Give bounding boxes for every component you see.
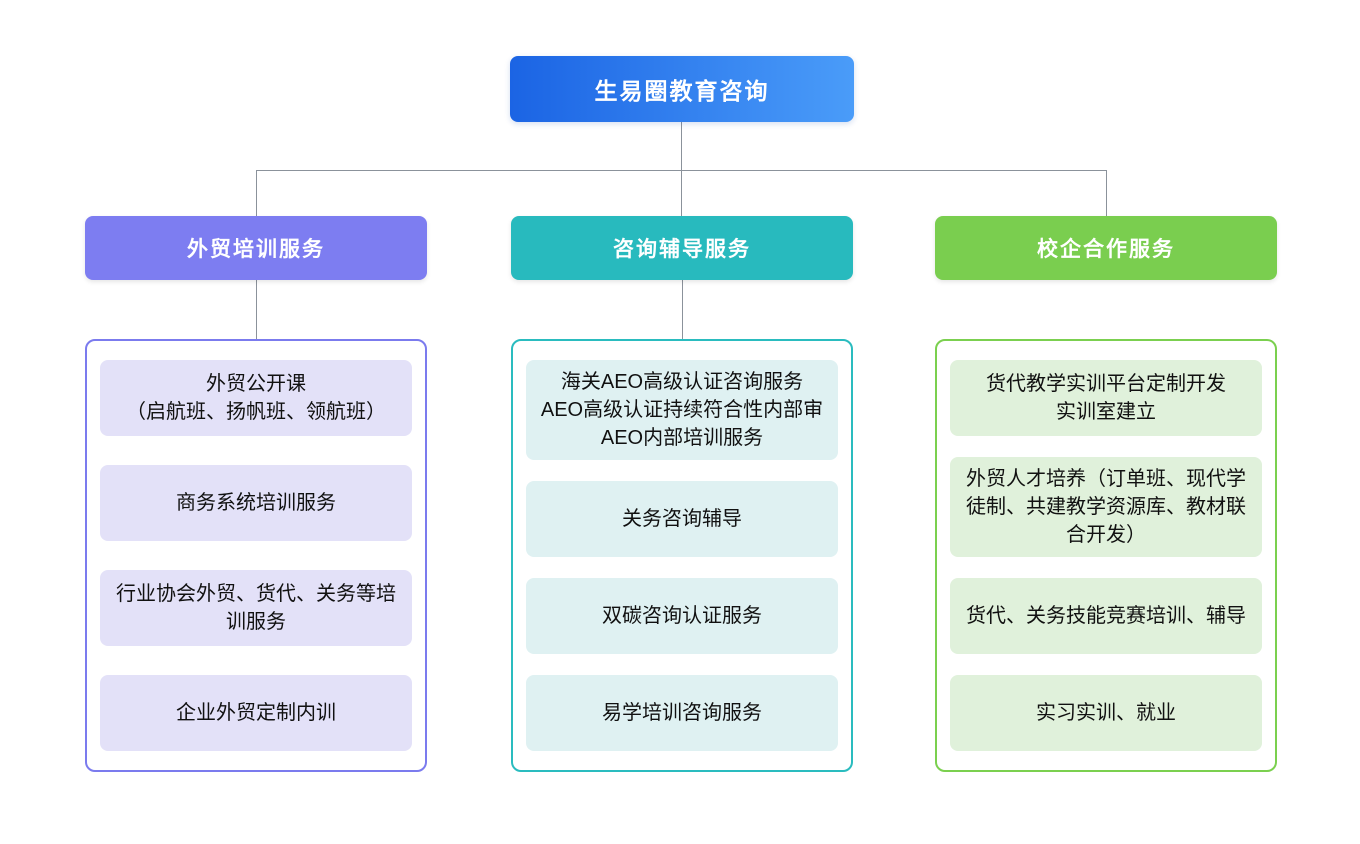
root-node: 生易圈教育咨询 (510, 56, 854, 122)
branch-item: 关务咨询辅导 (526, 481, 838, 557)
branch-item: 实习实训、就业 (950, 675, 1262, 751)
branch-header-school-enterprise: 校企合作服务 (935, 216, 1277, 280)
branch-item: 双碳咨询认证服务 (526, 578, 838, 654)
connector-header-container-1 (256, 280, 257, 339)
branch-item-label: 企业外贸定制内训 (176, 702, 336, 724)
branch-header-trade-training: 外贸培训服务 (85, 216, 427, 280)
branch-item: 货代教学实训平台定制开发 实训室建立 (950, 360, 1262, 436)
branch-item-label: 货代、关务技能竞赛培训、辅导 (966, 605, 1246, 627)
branch-item: 行业协会外贸、货代、关务等培训服务 (100, 570, 412, 646)
connector-drop-branch-3 (1106, 170, 1107, 216)
connector-drop-branch-1 (256, 170, 257, 216)
connector-root-trunk (681, 122, 682, 170)
branch-item-label: 实习实训、就业 (1036, 702, 1176, 724)
branch-item: 外贸人才培养（订单班、现代学徒制、共建教学资源库、教材联合开发） (950, 457, 1262, 557)
branch-container-trade-training: 外贸公开课 （启航班、扬帆班、领航班） 商务系统培训服务 行业协会外贸、货代、关… (85, 339, 427, 772)
branch-item-label: 关务咨询辅导 (622, 508, 742, 530)
root-node-label: 生易圈教育咨询 (594, 78, 770, 104)
branch-container-consulting: 海关AEO高级认证咨询服务 AEO高级认证持续符合性内部审 AEO内部培训服务 … (511, 339, 853, 772)
branch-item-label: 商务系统培训服务 (176, 492, 336, 514)
branch-item-label: 货代教学实训平台定制开发 实训室建立 (986, 373, 1226, 423)
branch-header-label: 咨询辅导服务 (613, 238, 751, 261)
branch-item-label: 双碳咨询认证服务 (602, 605, 762, 627)
branch-item-label: 海关AEO高级认证咨询服务 AEO高级认证持续符合性内部审 AEO内部培训服务 (540, 371, 824, 449)
branch-item: 货代、关务技能竞赛培训、辅导 (950, 578, 1262, 654)
branch-item: 海关AEO高级认证咨询服务 AEO高级认证持续符合性内部审 AEO内部培训服务 (526, 360, 838, 460)
branch-item-label: 外贸公开课 （启航班、扬帆班、领航班） (126, 373, 386, 423)
connector-header-container-2 (682, 280, 683, 339)
branch-item: 商务系统培训服务 (100, 465, 412, 541)
branch-item-label: 易学培训咨询服务 (602, 702, 762, 724)
branch-item: 易学培训咨询服务 (526, 675, 838, 751)
branch-item-label: 行业协会外贸、货代、关务等培训服务 (116, 583, 396, 633)
branch-header-consulting: 咨询辅导服务 (511, 216, 853, 280)
branch-item: 企业外贸定制内训 (100, 675, 412, 751)
branch-item: 外贸公开课 （启航班、扬帆班、领航班） (100, 360, 412, 436)
branch-item-label: 外贸人才培养（订单班、现代学徒制、共建教学资源库、教材联合开发） (966, 468, 1246, 546)
connector-drop-branch-2 (681, 170, 682, 216)
branch-header-label: 外贸培训服务 (187, 238, 325, 261)
branch-container-school-enterprise: 货代教学实训平台定制开发 实训室建立 外贸人才培养（订单班、现代学徒制、共建教学… (935, 339, 1277, 772)
branch-header-label: 校企合作服务 (1037, 238, 1175, 261)
